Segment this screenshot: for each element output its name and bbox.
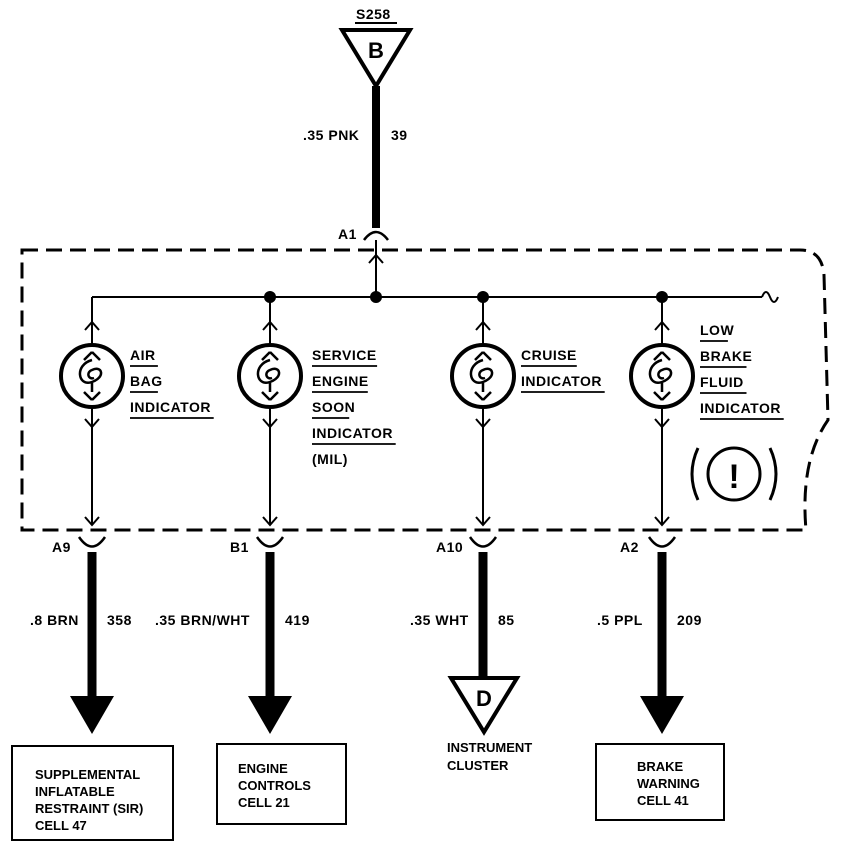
splice-letter: B [368,38,384,63]
wire-circuit-number: 209 [677,612,702,628]
wire-gauge-color: .35 WHT [410,612,469,628]
output-wire-a2: A2 .5 PPL 209 [597,516,702,734]
svg-text:INFLATABLE: INFLATABLE [35,784,115,799]
indicator-4-label-line-1: LOW [700,322,734,338]
arrow-down-icon [70,696,114,734]
destination-engine-controls: ENGINE CONTROLS CELL 21 [216,743,347,825]
wire-gauge-color: .35 BRN/WHT [155,612,250,628]
pin-label: A2 [620,539,639,555]
splice-s258: S258 B [338,6,414,90]
output-wire-a10: A10 .35 WHT 85 [410,516,515,678]
wire-circuit-number: 85 [498,612,515,628]
exclamation-icon: ! [728,458,739,496]
destination-sir: SUPPLEMENTAL INFLATABLE RESTRAINT (SIR) … [11,745,174,841]
indicator-4-label-line-3: FLUID [700,374,744,390]
svg-text:WARNING: WARNING [637,776,700,791]
connector-d-label-2: CLUSTER [447,758,509,773]
indicator-2-label-line-5: (MIL) [312,451,348,467]
feed-circuit: 39 [391,127,408,143]
connector-d-label-1: INSTRUMENT [447,740,532,755]
indicator-2-label-line-2: ENGINE [312,373,369,389]
feed-connector [363,230,389,241]
svg-text:CONTROLS: CONTROLS [238,778,311,793]
feed-gauge-color: .35 PNK [303,127,359,143]
indicator-1-label-line-1: AIR [130,347,156,363]
brake-warning-symbol: ! [690,446,778,502]
indicator-3-label-line-2: INDICATOR [521,373,602,389]
indicator-4-label-line-4: INDICATOR [700,400,781,416]
indicator-2-label-line-1: SERVICE [312,347,377,363]
cluster-boundary [20,248,830,532]
svg-text:CELL 47: CELL 47 [35,818,87,833]
indicator-lamp-3 [450,297,516,525]
wire-gauge-color: .5 PPL [597,612,643,628]
svg-text:BRAKE: BRAKE [637,759,684,774]
indicator-1-label-line-2: BAG [130,373,163,389]
destination-brake-warning: BRAKE WARNING CELL 41 [595,743,725,821]
indicator-lamp-4 [629,297,695,525]
output-wire-b1: B1 .35 BRN/WHT 419 [155,516,310,734]
splice-id: S258 [356,6,391,22]
wire-gauge-color: .8 BRN [30,612,79,628]
splice-triangle [338,28,414,90]
indicator-4-label-line-2: BRAKE [700,348,752,364]
wire-circuit-number: 419 [285,612,310,628]
svg-text:RESTRAINT (SIR): RESTRAINT (SIR) [35,801,143,816]
pin-label: A9 [52,539,71,555]
output-wire-a9: A9 .8 BRN 358 [30,516,132,734]
connector-d-letter: D [476,686,492,711]
arrow-down-icon [640,696,684,734]
indicator-2-label-line-4: INDICATOR [312,425,393,441]
pin-label: A10 [436,539,463,555]
wire-circuit-number: 358 [107,612,132,628]
svg-text:CELL 41: CELL 41 [637,793,689,808]
indicator-lamp-2 [237,297,303,525]
indicator-lamp-1 [59,297,125,525]
svg-text:SUPPLEMENTAL: SUPPLEMENTAL [35,767,140,782]
indicator-3-label-line-1: CRUISE [521,347,577,363]
svg-text:ENGINE: ENGINE [238,761,288,776]
pin-label: B1 [230,539,249,555]
svg-text:CELL 21: CELL 21 [238,795,290,810]
indicator-1-label-line-3: INDICATOR [130,399,211,415]
connector-d: D INSTRUMENT CLUSTER [447,676,532,773]
feed-pin: A1 [338,226,357,242]
arrow-down-icon [248,696,292,734]
indicator-2-label-line-3: SOON [312,399,355,415]
